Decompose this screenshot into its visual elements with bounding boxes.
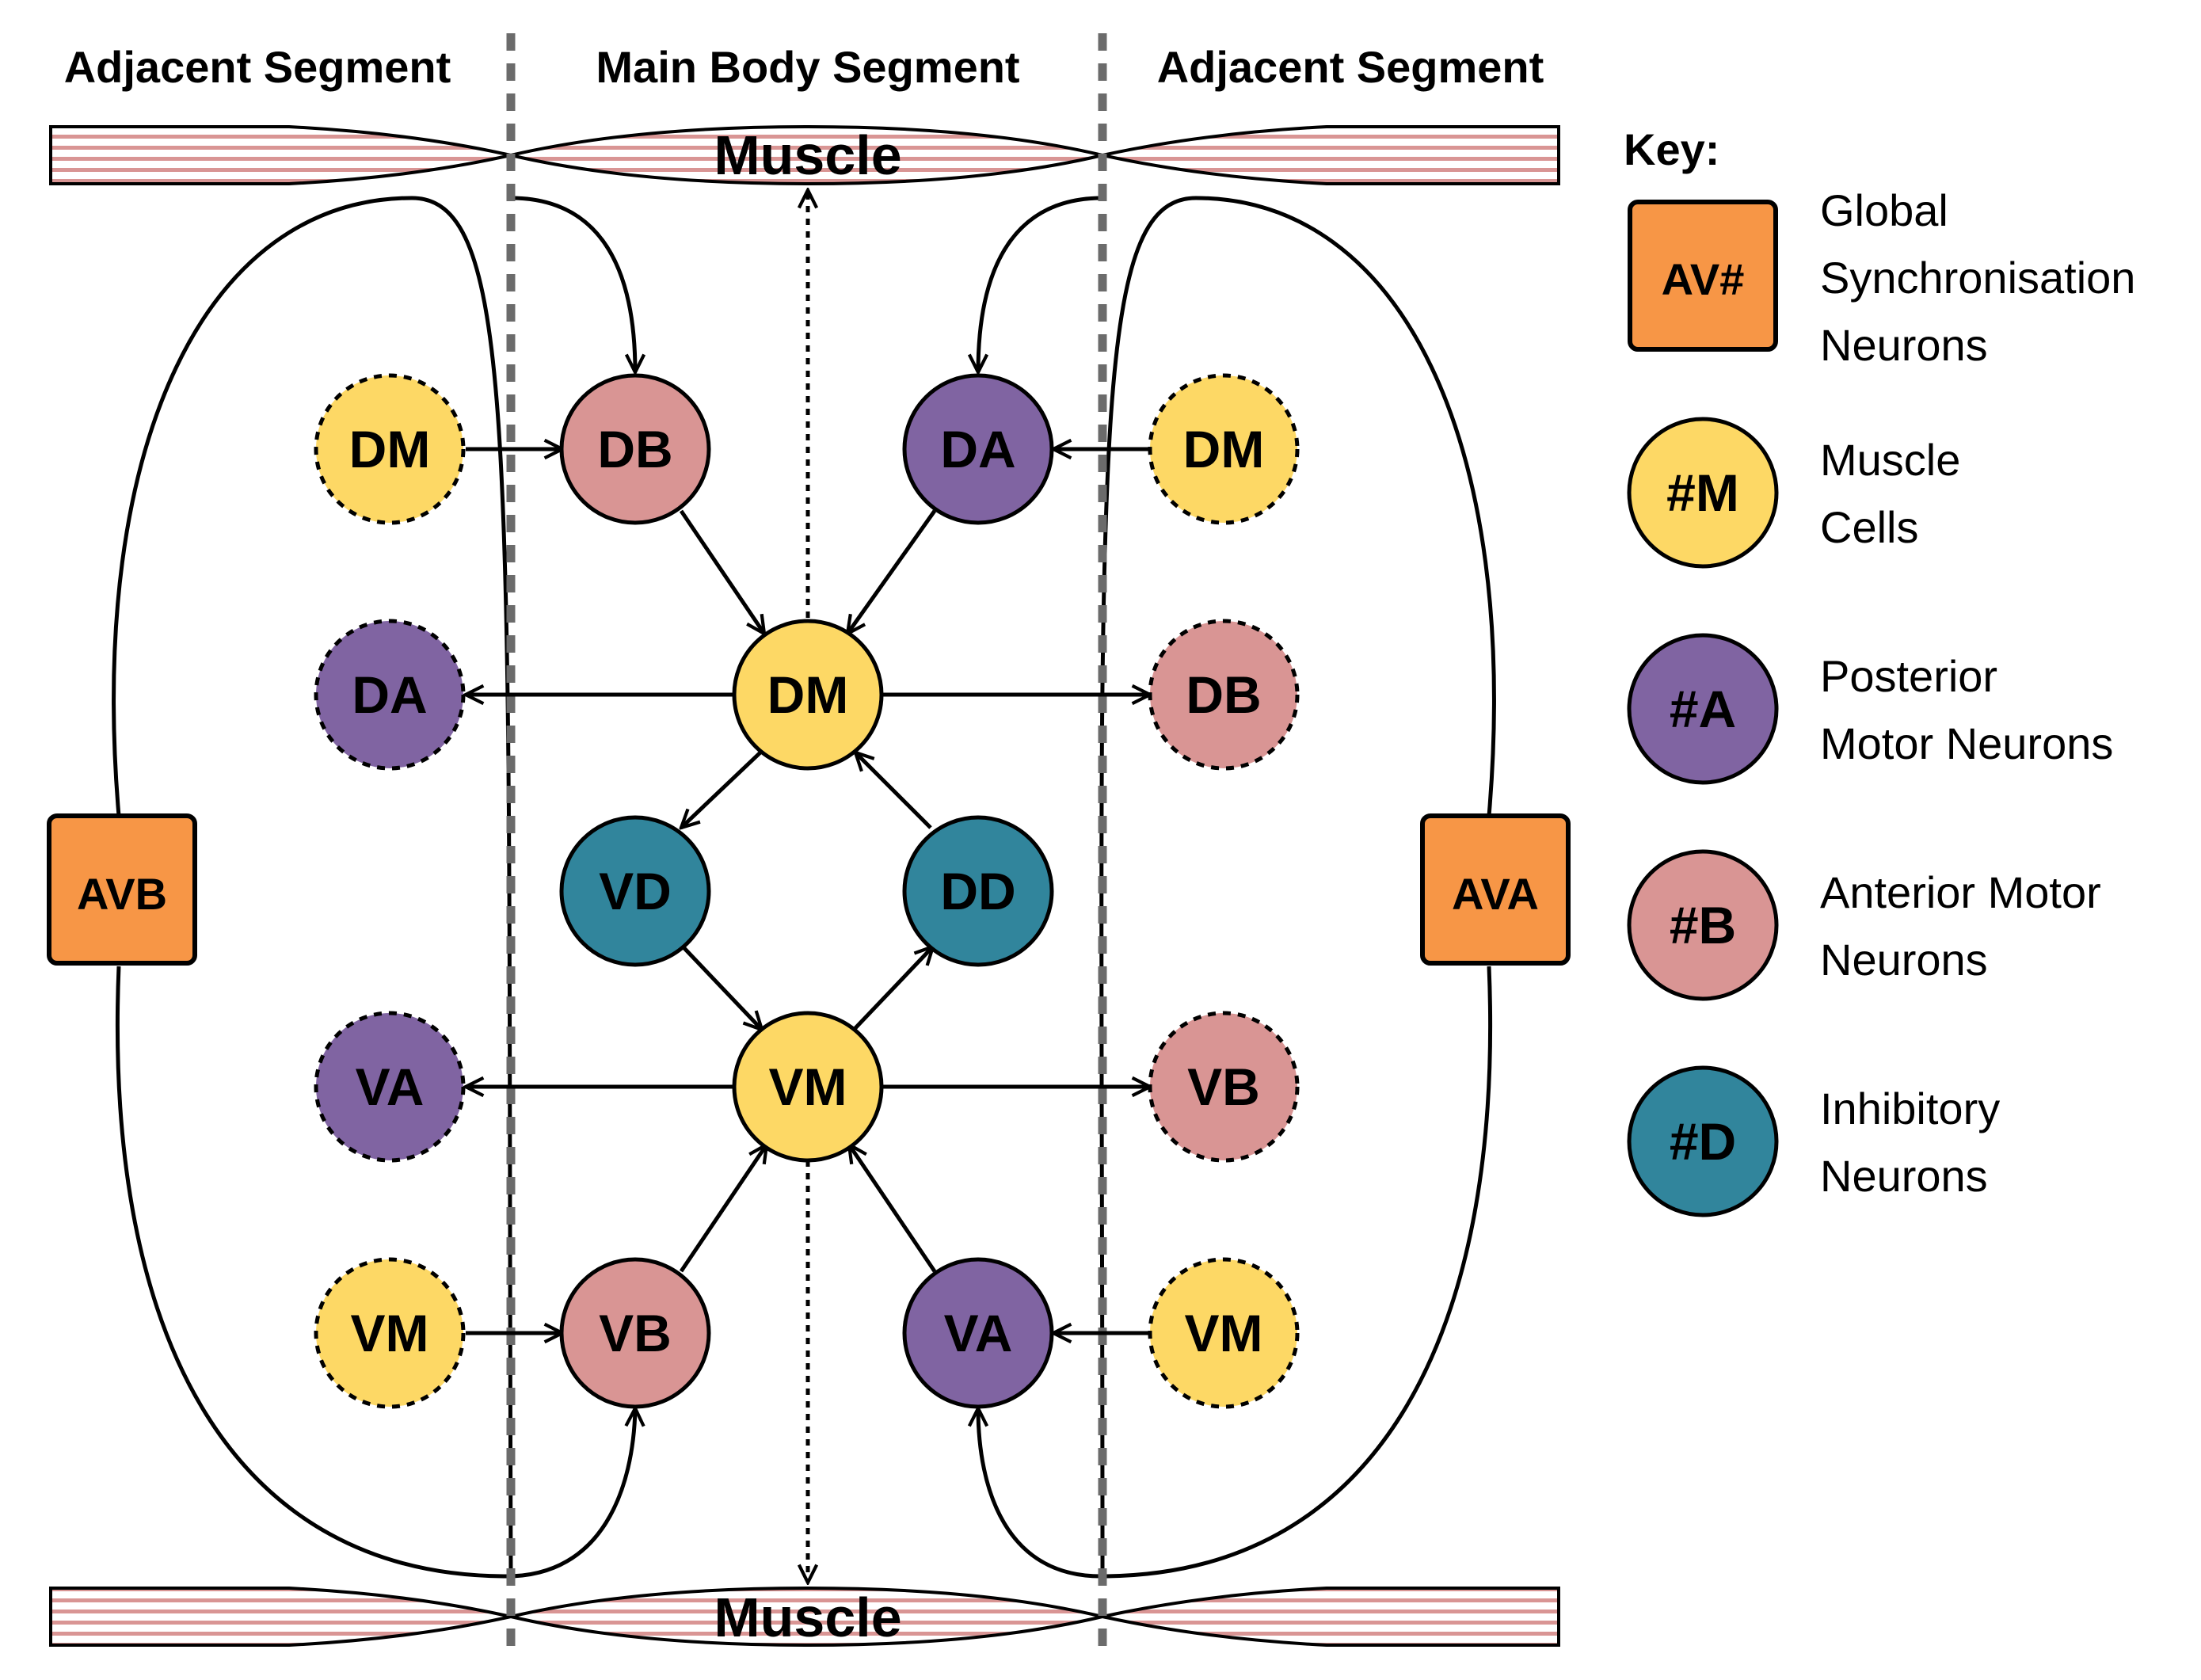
svg-text:Posterior: Posterior xyxy=(1820,651,1997,701)
node-vm-main: VM xyxy=(732,1011,884,1163)
muscle-bottom-label: Muscle xyxy=(714,1587,901,1648)
da-to-dm xyxy=(847,509,937,634)
svg-text:DA: DA xyxy=(352,665,427,724)
loop-to-da-main xyxy=(978,196,1103,372)
svg-text:DB: DB xyxy=(1186,665,1261,724)
svg-text:Anterior Motor: Anterior Motor xyxy=(1820,867,2101,917)
key-item-inhibitory-neurons: #D Inhibitory Neurons xyxy=(1627,1065,2000,1217)
connections xyxy=(466,449,1150,1333)
node-vm-adjacent-left: VM xyxy=(314,1257,466,1409)
svg-text:#B: #B xyxy=(1670,896,1736,954)
node-avb: AVB xyxy=(47,813,197,966)
svg-text:VM: VM xyxy=(351,1304,429,1362)
vb-to-vm xyxy=(679,1145,767,1273)
node-va-main: VA xyxy=(902,1257,1054,1409)
node-da-adjacent-left: DA xyxy=(314,619,466,771)
svg-text:DM: DM xyxy=(349,420,431,478)
svg-text:VA: VA xyxy=(944,1304,1013,1362)
key-item-muscle-cells: #M Muscle Cells xyxy=(1627,417,1960,569)
svg-text:VD: VD xyxy=(599,862,672,920)
svg-text:#D: #D xyxy=(1670,1112,1736,1171)
svg-text:AV#: AV# xyxy=(1662,254,1745,304)
node-vd-main: VD xyxy=(559,815,711,967)
header-left-adjacent-segment: Adjacent Segment xyxy=(64,42,451,92)
svg-text:Synchronisation: Synchronisation xyxy=(1820,253,2135,303)
dm-to-vd xyxy=(681,751,762,828)
vd-to-vm xyxy=(681,945,762,1030)
svg-text:DM: DM xyxy=(767,665,849,724)
svg-text:Neurons: Neurons xyxy=(1820,935,1988,985)
node-dm-adjacent-right: DM xyxy=(1148,373,1300,525)
ava-to-va-main xyxy=(978,966,1493,1579)
svg-text:Motor Neurons: Motor Neurons xyxy=(1820,718,2113,768)
node-dm-main: DM xyxy=(732,619,884,771)
svg-text:#A: #A xyxy=(1670,680,1736,738)
vm-to-dd xyxy=(852,947,933,1031)
svg-text:DB: DB xyxy=(597,420,672,478)
svg-text:VA: VA xyxy=(356,1057,425,1116)
node-dd-main: DD xyxy=(902,815,1054,967)
avb-to-vb-main xyxy=(115,966,635,1579)
svg-text:Neurons: Neurons xyxy=(1820,320,1988,370)
muscle-bottom xyxy=(49,1586,1560,1648)
va-to-vm xyxy=(849,1145,937,1273)
svg-text:Global: Global xyxy=(1820,185,1948,235)
svg-text:Muscle: Muscle xyxy=(1820,435,1960,485)
svg-text:Cells: Cells xyxy=(1820,502,1918,552)
key-item-anterior-motor-neurons: #B Anterior Motor Neurons xyxy=(1627,849,2101,1001)
header-main-body-segment: Main Body Segment xyxy=(596,42,1019,92)
svg-text:Inhibitory: Inhibitory xyxy=(1820,1084,2000,1133)
node-dm-adjacent-left: DM xyxy=(314,373,466,525)
svg-text:DD: DD xyxy=(940,862,1015,920)
dd-to-dm xyxy=(855,752,932,829)
key-item-posterior-motor-neurons: #A Posterior Motor Neurons xyxy=(1627,633,2113,785)
svg-text:AVA: AVA xyxy=(1452,869,1539,919)
key-title: Key: xyxy=(1624,124,1719,174)
svg-text:VB: VB xyxy=(1187,1057,1260,1116)
muscle-top-label: Muscle xyxy=(714,124,901,186)
svg-text:AVB: AVB xyxy=(77,869,167,919)
svg-text:#M: #M xyxy=(1666,463,1739,522)
node-da-main: DA xyxy=(902,373,1054,525)
svg-text:VB: VB xyxy=(599,1304,672,1362)
node-vb-adjacent-right: VB xyxy=(1148,1011,1300,1163)
loop-to-db-main xyxy=(510,196,635,372)
db-to-dm xyxy=(679,509,764,634)
node-vb-main: VB xyxy=(559,1257,711,1409)
muscle-top xyxy=(49,124,1560,186)
svg-text:VM: VM xyxy=(1185,1304,1263,1362)
node-ava: AVA xyxy=(1420,813,1571,966)
node-va-adjacent-left: VA xyxy=(314,1011,466,1163)
node-db-adjacent-right: DB xyxy=(1148,619,1300,771)
svg-text:Neurons: Neurons xyxy=(1820,1151,1988,1201)
svg-text:VM: VM xyxy=(769,1057,847,1116)
node-db-main: DB xyxy=(559,373,711,525)
node-vm-adjacent-right: VM xyxy=(1148,1257,1300,1409)
svg-text:DA: DA xyxy=(940,420,1015,478)
key-legend: Key: AV# Global Synchronisation Neurons … xyxy=(1624,124,2135,1217)
header-right-adjacent-segment: Adjacent Segment xyxy=(1157,42,1544,92)
key-item-global-synchronisation: AV# Global Synchronisation Neurons xyxy=(1628,185,2135,370)
svg-text:DM: DM xyxy=(1183,420,1265,478)
